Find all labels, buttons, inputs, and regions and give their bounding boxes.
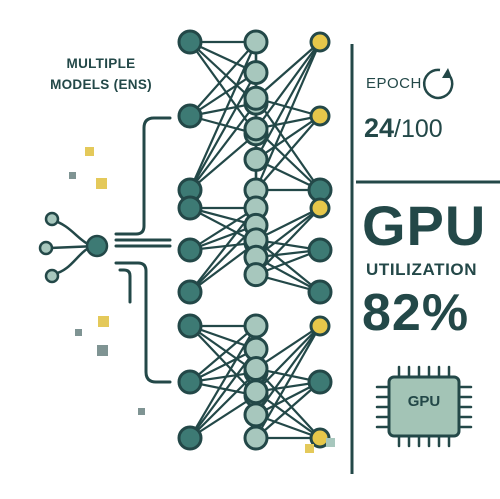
- network-node: [309, 315, 331, 337]
- models-label-line-2: MODELS (ENS): [50, 77, 152, 92]
- input-node-icon: [38, 211, 109, 284]
- network-node: [243, 60, 269, 86]
- network-node: [243, 29, 269, 55]
- network-node: [307, 369, 333, 395]
- gpu-chip-icon: [375, 365, 473, 448]
- gpu-chip-label: GPU: [407, 393, 441, 410]
- models-label: MULTIPLE MODELS (ENS): [40, 53, 162, 95]
- ensemble-networks: [177, 29, 333, 451]
- network-node: [243, 262, 269, 288]
- network-node: [309, 105, 331, 127]
- epoch-value: 24/100: [364, 113, 443, 144]
- gpu-title: GPU: [362, 194, 487, 257]
- network-node: [177, 237, 203, 263]
- network-node: [177, 29, 203, 55]
- utilization-label: UTILIZATION: [366, 260, 478, 279]
- gpu-utilization-percent: 82%: [362, 284, 470, 342]
- network-node: [243, 402, 269, 428]
- network-node: [243, 146, 269, 172]
- network-node: [243, 85, 269, 111]
- refresh-icon: [422, 68, 454, 100]
- network-node: [243, 313, 269, 339]
- network-node: [177, 195, 203, 221]
- network-node: [307, 279, 333, 305]
- neural-network-3: [177, 313, 333, 451]
- network-node: [307, 237, 333, 263]
- neural-network-1: [177, 29, 333, 203]
- network-node: [243, 379, 269, 405]
- network-node: [243, 356, 269, 382]
- network-node: [177, 369, 203, 395]
- input-connectors: [114, 116, 172, 384]
- epoch-total: /100: [394, 115, 443, 143]
- network-node: [309, 197, 331, 219]
- network-node: [177, 279, 203, 305]
- network-node: [309, 31, 331, 53]
- models-label-line-1: MULTIPLE: [66, 56, 136, 71]
- network-node: [243, 425, 269, 451]
- network-node: [243, 116, 269, 142]
- network-node: [177, 313, 203, 339]
- epoch-label: EPOCH: [366, 75, 422, 92]
- neural-network-2: [177, 195, 333, 305]
- epoch-current: 24: [364, 113, 395, 143]
- decorative-pixels: [69, 147, 335, 453]
- network-node: [177, 103, 203, 129]
- network-node: [177, 425, 203, 451]
